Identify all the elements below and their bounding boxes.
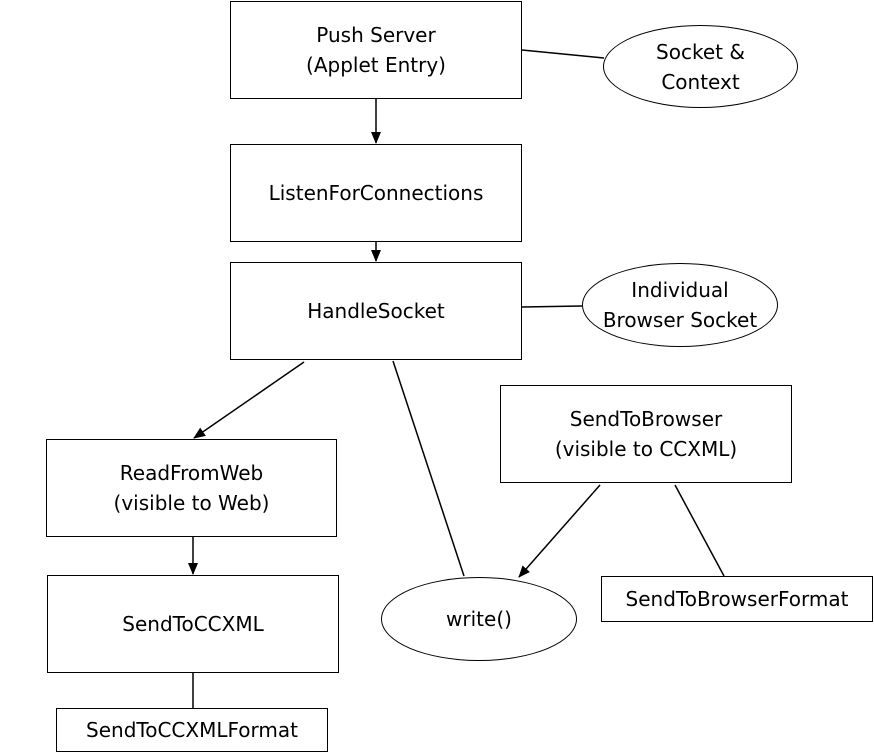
push-server-subtitle: (Applet Entry) (306, 53, 446, 77)
socket-context-node: Socket & Context (603, 25, 798, 108)
link-push-to-socket-context (521, 49, 605, 59)
handle-socket-label: HandleSocket (307, 299, 445, 323)
send-to-browser-title: SendToBrowser (569, 407, 723, 431)
link-handle-to-individual-socket (521, 305, 583, 308)
send-to-ccxml-format-node: SendToCCXMLFormat (56, 708, 328, 752)
socket-context-line2: Context (661, 69, 740, 94)
arrow-sendtobrowser-to-write (518, 484, 601, 578)
listen-for-connections-label: ListenForConnections (268, 181, 484, 205)
read-from-web-subtitle: (visible to Web) (113, 491, 270, 515)
listen-for-connections-node: ListenForConnections (230, 144, 522, 242)
read-from-web-node: ReadFromWeb (visible to Web) (46, 439, 337, 537)
arrow-handle-to-readfromweb (193, 361, 305, 439)
send-to-browser-node: SendToBrowser (visible to CCXML) (500, 385, 792, 483)
push-server-title: Push Server (316, 23, 436, 47)
send-to-ccxml-format-label: SendToCCXMLFormat (86, 718, 298, 742)
push-server-node: Push Server (Applet Entry) (230, 1, 522, 99)
send-to-browser-format-label: SendToBrowserFormat (625, 587, 849, 611)
link-handle-to-write (392, 360, 465, 577)
link-sendtobrowser-to-format (674, 484, 725, 577)
send-to-browser-subtitle: (visible to CCXML) (554, 437, 738, 461)
send-to-browser-format-node: SendToBrowserFormat (601, 576, 873, 622)
handle-socket-node: HandleSocket (230, 262, 522, 360)
write-node: write() (381, 577, 577, 661)
write-label: write() (446, 607, 512, 631)
send-to-ccxml-node: SendToCCXML (47, 575, 339, 673)
send-to-ccxml-label: SendToCCXML (122, 612, 264, 636)
read-from-web-title: ReadFromWeb (119, 461, 264, 485)
socket-context-line1: Socket & (656, 39, 745, 64)
individual-socket-line1: Individual (631, 278, 729, 302)
individual-browser-socket-node: Individual Browser Socket (582, 263, 778, 347)
individual-socket-line2: Browser Socket (602, 308, 758, 332)
